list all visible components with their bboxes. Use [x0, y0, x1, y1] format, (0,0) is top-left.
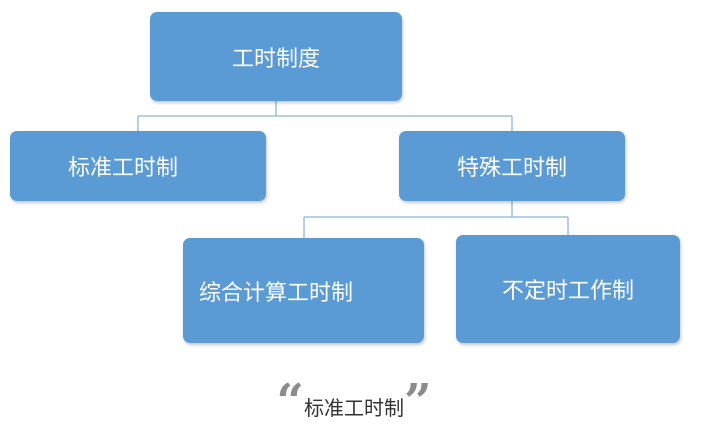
caption-quote: “标准工时制”	[0, 378, 708, 428]
node-work-hours-system-label: 工时制度	[231, 46, 320, 72]
node-comprehensive-hours-label: 综合计算工时制	[199, 280, 354, 306]
connector-special-to-level3	[303, 201, 569, 238]
node-irregular-hours: 不定时工作制	[456, 235, 680, 343]
node-special-hours-label: 特殊工时制	[456, 156, 567, 181]
node-work-hours-system: 工时制度	[150, 12, 402, 101]
node-comprehensive-hours: 综合计算工时制	[183, 238, 424, 343]
node-special-hours: 特殊工时制	[399, 131, 625, 201]
connector-root-to-level2	[137, 101, 513, 131]
close-quote-mark: ”	[404, 374, 432, 430]
node-standard-hours: 标准工时制	[10, 131, 266, 201]
open-quote-mark: “	[276, 374, 304, 430]
node-irregular-hours-label: 不定时工作制	[501, 279, 634, 304]
node-standard-hours-label: 标准工时制	[68, 156, 179, 181]
caption-text: 标准工时制	[304, 396, 404, 420]
